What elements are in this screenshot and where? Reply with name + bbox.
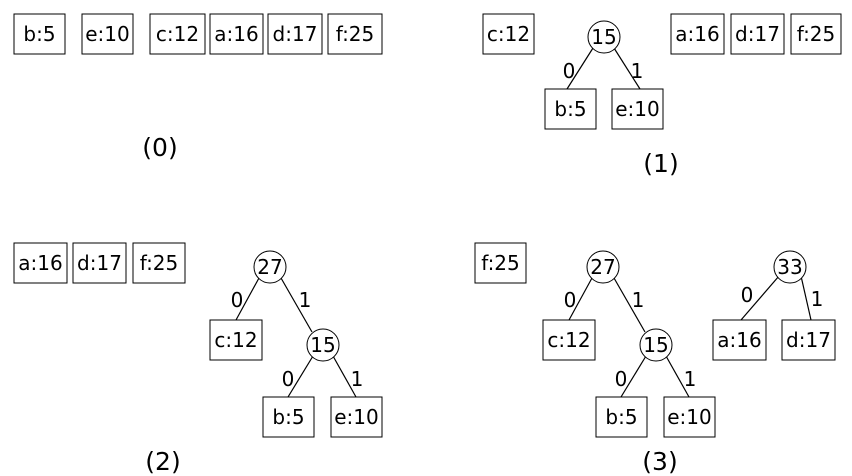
- edge-label: 0: [741, 283, 754, 307]
- node-weight: 27: [257, 255, 282, 279]
- leaf-label: b:5: [272, 405, 304, 429]
- tree-edge: [566, 47, 594, 90]
- leaf-box: f:25: [132, 242, 186, 284]
- leaf-box: b:5: [595, 396, 648, 438]
- leaf-label: e:10: [667, 405, 712, 429]
- edge-label: 1: [351, 367, 364, 391]
- leaf-box: f:25: [327, 13, 383, 55]
- leaf-box: b:5: [262, 396, 315, 438]
- leaf-box: c:12: [542, 319, 596, 361]
- leaf-label: e:10: [85, 22, 130, 46]
- leaf-box: d:17: [781, 319, 836, 361]
- leaf-box: c:12: [149, 13, 206, 55]
- edge-label: 0: [563, 59, 576, 83]
- node-weight: 15: [591, 25, 616, 49]
- leaf-label: a:16: [18, 251, 62, 275]
- tree-edge: [613, 277, 646, 333]
- leaf-label: e:10: [615, 97, 660, 121]
- edge-label: 1: [299, 288, 312, 312]
- panel-2: a:16 d:17 f:25 0 1 0 1 27: [13, 242, 383, 476]
- leaf-box: a:16: [209, 13, 264, 55]
- tree-node: 15: [639, 328, 673, 362]
- leaf-box: d:17: [730, 13, 785, 55]
- tree-node: 27: [586, 250, 620, 284]
- panel-0: b:5 e:10 c:12 a:16 d:17 f:25 (0): [13, 13, 383, 162]
- leaf-label: f:25: [481, 251, 520, 275]
- edge-label: 0: [564, 288, 577, 312]
- tree: 0 1 33 a:16 d:17: [712, 250, 836, 361]
- leaf-box: e:10: [81, 13, 134, 55]
- leaf-box: d:17: [267, 13, 323, 55]
- tree-edge: [332, 355, 357, 398]
- panel-caption: (1): [643, 149, 678, 178]
- panel-1: c:12 a:16 d:17 f:25 0 1 15 b:5: [482, 13, 842, 178]
- leaf-label: d:17: [735, 22, 780, 46]
- leaf-label: c:12: [547, 328, 590, 352]
- panel-caption: (0): [142, 133, 177, 162]
- leaf-box: f:25: [790, 13, 842, 55]
- tree-node: 15: [587, 20, 621, 54]
- tree: 0 1 0 1 27 c:12 15 b:5: [209, 250, 383, 438]
- panel-3: f:25 0 1 0 1 27 c:12 15: [474, 242, 836, 476]
- node-weight: 33: [777, 255, 802, 279]
- tree-edge: [235, 277, 260, 321]
- tree-edge: [800, 275, 812, 321]
- leaf-label: b:5: [554, 97, 586, 121]
- leaf-box: b:5: [544, 88, 597, 130]
- leaf-label: e:10: [334, 405, 379, 429]
- leaf-label: d:17: [77, 251, 122, 275]
- leaf-label: b:5: [23, 22, 55, 46]
- tree-edge: [280, 277, 313, 333]
- leaf-box: e:10: [611, 88, 664, 130]
- leaf-label: f:25: [797, 22, 836, 46]
- leaf-box: a:16: [670, 13, 725, 55]
- edge-label: 1: [631, 59, 644, 83]
- edge-label: 1: [684, 367, 697, 391]
- leaf-box: d:17: [72, 242, 127, 284]
- leaf-label: a:16: [717, 328, 761, 352]
- leaf-box: c:12: [482, 13, 535, 55]
- node-weight: 27: [590, 255, 615, 279]
- panel-caption: (3): [642, 447, 677, 476]
- tree: 0 1 0 1 27 c:12 15 b:5: [542, 250, 716, 438]
- node-weight: 15: [643, 333, 668, 357]
- leaf-box: e:10: [663, 396, 716, 438]
- leaf-box: e:10: [330, 396, 383, 438]
- leaf-label: d:17: [273, 22, 318, 46]
- node-weight: 15: [310, 333, 335, 357]
- tree: 0 1 15 b:5 e:10: [544, 20, 664, 130]
- leaf-label: c:12: [487, 22, 530, 46]
- edge-label: 0: [231, 288, 244, 312]
- leaf-label: c:12: [214, 328, 257, 352]
- leaf-label: c:12: [156, 22, 199, 46]
- leaf-label: f:25: [336, 22, 375, 46]
- tree-edge: [568, 277, 593, 321]
- leaf-box: c:12: [209, 319, 263, 361]
- tree-edge: [287, 355, 314, 398]
- leaf-label: b:5: [605, 405, 637, 429]
- tree-node: 33: [773, 250, 807, 284]
- edge-label: 1: [632, 288, 645, 312]
- tree-edge: [613, 47, 641, 90]
- tree-edge: [665, 355, 690, 398]
- leaf-label: d:17: [786, 328, 831, 352]
- edge-label: 1: [811, 287, 824, 311]
- leaf-box: f:25: [474, 242, 527, 284]
- tree-edge: [620, 355, 647, 398]
- leaf-label: a:16: [214, 22, 258, 46]
- leaf-box: a:16: [13, 242, 68, 284]
- tree-edge: [740, 275, 780, 321]
- tree-node: 15: [306, 328, 340, 362]
- edge-label: 0: [615, 367, 628, 391]
- leaf-box: a:16: [712, 319, 767, 361]
- leaf-label: a:16: [675, 22, 719, 46]
- leaf-label: f:25: [140, 251, 179, 275]
- edge-label: 0: [282, 367, 295, 391]
- leaf-box: b:5: [13, 13, 66, 55]
- panel-caption: (2): [145, 447, 180, 476]
- tree-node: 27: [253, 250, 287, 284]
